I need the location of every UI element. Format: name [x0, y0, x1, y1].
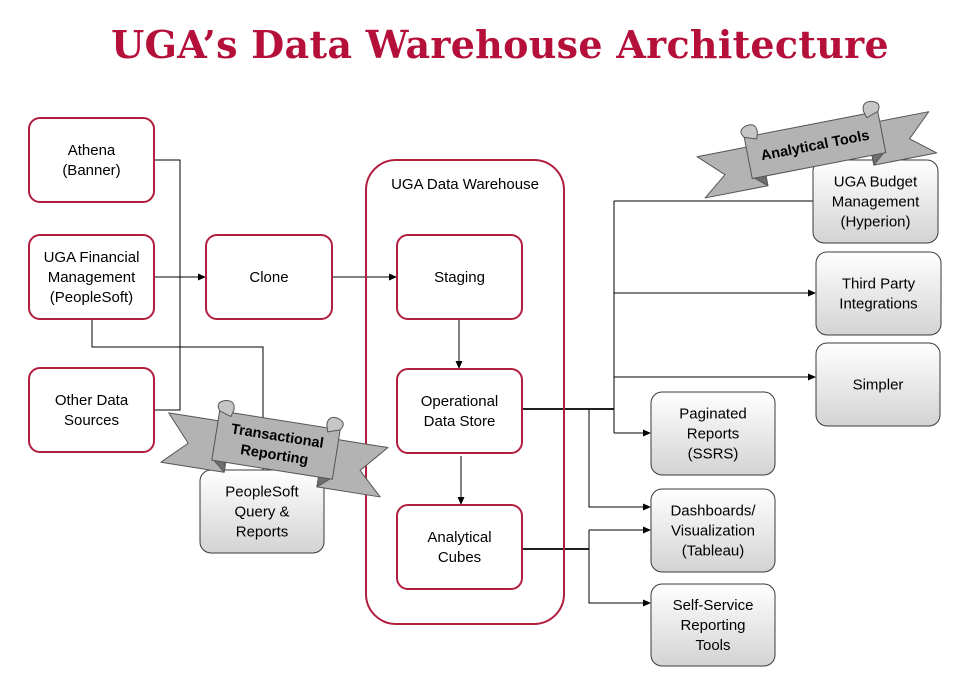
node-tableau-label: Dashboards/: [670, 503, 756, 520]
connectors: [91, 159, 816, 607]
node-ssrs-box: [650, 391, 776, 476]
node-ssrs-label: (SSRS): [688, 446, 739, 463]
node-tableau-label: (Tableau): [682, 543, 745, 560]
node-other-label: Sources: [64, 412, 119, 429]
node-ods-label: Data Store: [424, 413, 496, 430]
ribbon-transactional-curl-right: [326, 416, 344, 433]
node-tableau-label: Visualization: [671, 523, 755, 540]
node-selfservice-label: Reporting: [680, 617, 745, 634]
node-ugafm-label: (PeopleSoft): [50, 289, 133, 306]
node-ssrs-label: Paginated: [679, 406, 747, 423]
node-hyperion-label: (Hyperion): [840, 214, 910, 231]
node-selfservice-box: [650, 583, 776, 667]
node-hyperion-label: Management: [832, 194, 920, 211]
node-staging-label: Staging: [434, 269, 485, 286]
connector-sources-bus: [154, 159, 181, 411]
node-athena-label: Athena: [68, 142, 116, 159]
node-psquery-label: Query &: [234, 504, 289, 521]
node-thirdparty-box: [815, 251, 942, 336]
node-staging-box: [396, 234, 523, 320]
ribbon-analytical-curl-right: [862, 100, 880, 119]
node-cubes-label: Analytical: [427, 529, 491, 546]
node-other-box: [28, 367, 155, 453]
ribbon-analytical: Analytical Tools: [696, 100, 938, 199]
ribbon-transactional-front: [211, 410, 341, 480]
node-simpler: Simpler: [815, 342, 941, 427]
data-warehouse-label: UGA Data Warehouse: [391, 176, 539, 193]
node-thirdparty-label: Third Party: [842, 276, 916, 293]
node-tableau: Dashboards/Visualization (Tableau): [650, 488, 776, 573]
connector-ugafm-to-psquery: [91, 319, 264, 470]
node-selfservice-label: Tools: [695, 637, 730, 654]
node-clone-label: Clone: [249, 269, 288, 286]
connector-cubes-to-selfservice: [588, 530, 651, 607]
ribbon-analytical-curl-left: [740, 124, 758, 140]
node-ods-label: Operational: [421, 393, 499, 410]
node-psquery-box: [199, 469, 325, 554]
node-athena-box: [28, 117, 155, 203]
node-selfservice-label: Self-Service: [673, 597, 754, 614]
connector-ods-to-tableau: [588, 409, 651, 511]
ribbon-transactional-curl-left: [217, 400, 235, 418]
node-hyperion-label: UGA Budget: [834, 174, 918, 191]
node-tableau-box: [650, 488, 776, 573]
page-title: UGA’s Data Warehouse Architecture: [111, 22, 889, 67]
node-ssrs-label: Reports: [687, 426, 740, 443]
data-warehouse-container: [365, 159, 565, 625]
node-cubes-label: Cubes: [438, 549, 481, 566]
node-athena: Athena (Banner): [28, 117, 155, 203]
node-ods-box: [396, 368, 523, 454]
node-staging: Staging: [396, 234, 523, 320]
node-clone: Clone: [205, 234, 333, 320]
node-psquery-label: Reports: [236, 524, 289, 541]
node-athena-label: (Banner): [62, 162, 120, 179]
node-ugafm-label: Management: [48, 269, 136, 286]
node-psquery-label: PeopleSoft: [225, 484, 299, 501]
node-simpler-label: Simpler: [853, 377, 904, 394]
node-thirdparty-label: Integrations: [839, 296, 917, 313]
node-ugafm-box: [28, 234, 155, 320]
ribbon-analytical-front: [743, 110, 887, 180]
node-ugafm-label: UGA Financial: [44, 249, 140, 266]
node-clone-box: [205, 234, 333, 320]
node-simpler-box: [815, 342, 941, 427]
node-cubes-box: [396, 504, 523, 590]
node-other-label: Other Data: [55, 392, 129, 409]
